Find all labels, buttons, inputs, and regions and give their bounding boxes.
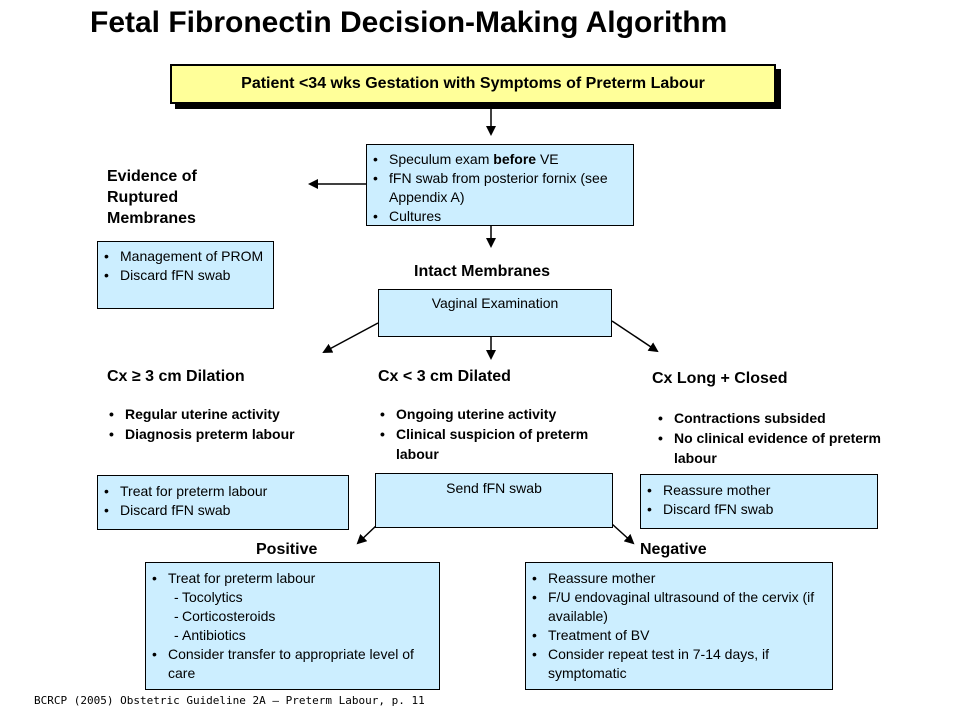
positive-item: Treat for preterm labour [146,569,439,588]
ruptured-box: Management of PROM Discard fFN swab [97,241,274,309]
send-swab-box: Send fFN swab [375,473,613,528]
criteria-item: Ongoing uterine activity [378,404,628,424]
ruptured-item: Discard fFN swab [98,266,273,285]
negative-item: Reassure mother [526,569,832,588]
arrow-swab-to-negative [611,523,635,545]
negative-item: Consider repeat test in 7-14 days, if sy… [526,645,832,683]
action-item: Reassure mother [641,481,877,500]
negative-heading: Negative [640,541,707,558]
exam-item: fFN swab from posterior fornix (see Appe… [367,169,633,207]
criteria-item: Contractions subsided [656,408,886,428]
exam-item: Cultures [367,207,633,226]
arrow-ve-to-right [611,320,659,353]
positive-heading: Positive [256,541,318,558]
left-branch-heading: Cx ≥ 3 cm Dilation [107,368,245,385]
exam-item: Speculum exam before VE [367,150,633,169]
action-item: Discard fFN swab [641,500,877,519]
arrow-swab-to-positive [356,523,379,545]
positive-box: Treat for preterm labour Tocolytics Cort… [145,562,440,690]
positive-subitem: Tocolytics [146,588,439,607]
right-branch-action-box: Reassure mother Discard fFN swab [640,474,878,529]
exam-box: Speculum exam before VE fFN swab from po… [366,144,634,226]
right-branch-criteria: Contractions subsided No clinical eviden… [656,408,886,468]
left-branch-action-box: Treat for preterm labour Discard fFN swa… [97,475,349,530]
positive-subitem: Corticosteroids [146,607,439,626]
negative-box: Reassure mother F/U endovaginal ultrasou… [525,562,833,690]
intact-heading: Intact Membranes [414,263,551,280]
criteria-item: Regular uterine activity [107,404,357,424]
vaginal-exam-box: Vaginal Examination [378,289,612,337]
criteria-item: Clinical suspicion of preterm labour [378,424,628,464]
ruptured-heading: Evidence of Ruptured Membranes [107,168,197,227]
negative-item: F/U endovaginal ultrasound of the cervix… [526,588,832,626]
ruptured-item: Management of PROM [98,247,273,266]
criteria-item: Diagnosis preterm labour [107,424,357,444]
action-item: Treat for preterm labour [98,482,348,501]
page-title: Fetal Fibronectin Decision-Making Algori… [90,6,728,39]
criteria-item: No clinical evidence of preterm labour [656,428,886,468]
positive-subitem: Antibiotics [146,626,439,645]
start-box: Patient <34 wks Gestation with Symptoms … [170,64,776,104]
right-branch-heading: Cx Long + Closed [652,370,788,387]
action-item: Discard fFN swab [98,501,348,520]
arrow-ve-to-left [322,322,379,353]
left-branch-criteria: Regular uterine activity Diagnosis prete… [107,404,357,444]
negative-item: Treatment of BV [526,626,832,645]
positive-item: Consider transfer to appropriate level o… [146,645,439,683]
citation-footer: BCRCP (2005) Obstetric Guideline 2A – Pr… [34,694,425,707]
middle-branch-heading: Cx < 3 cm Dilated [378,368,511,385]
middle-branch-criteria: Ongoing uterine activity Clinical suspic… [378,404,628,464]
